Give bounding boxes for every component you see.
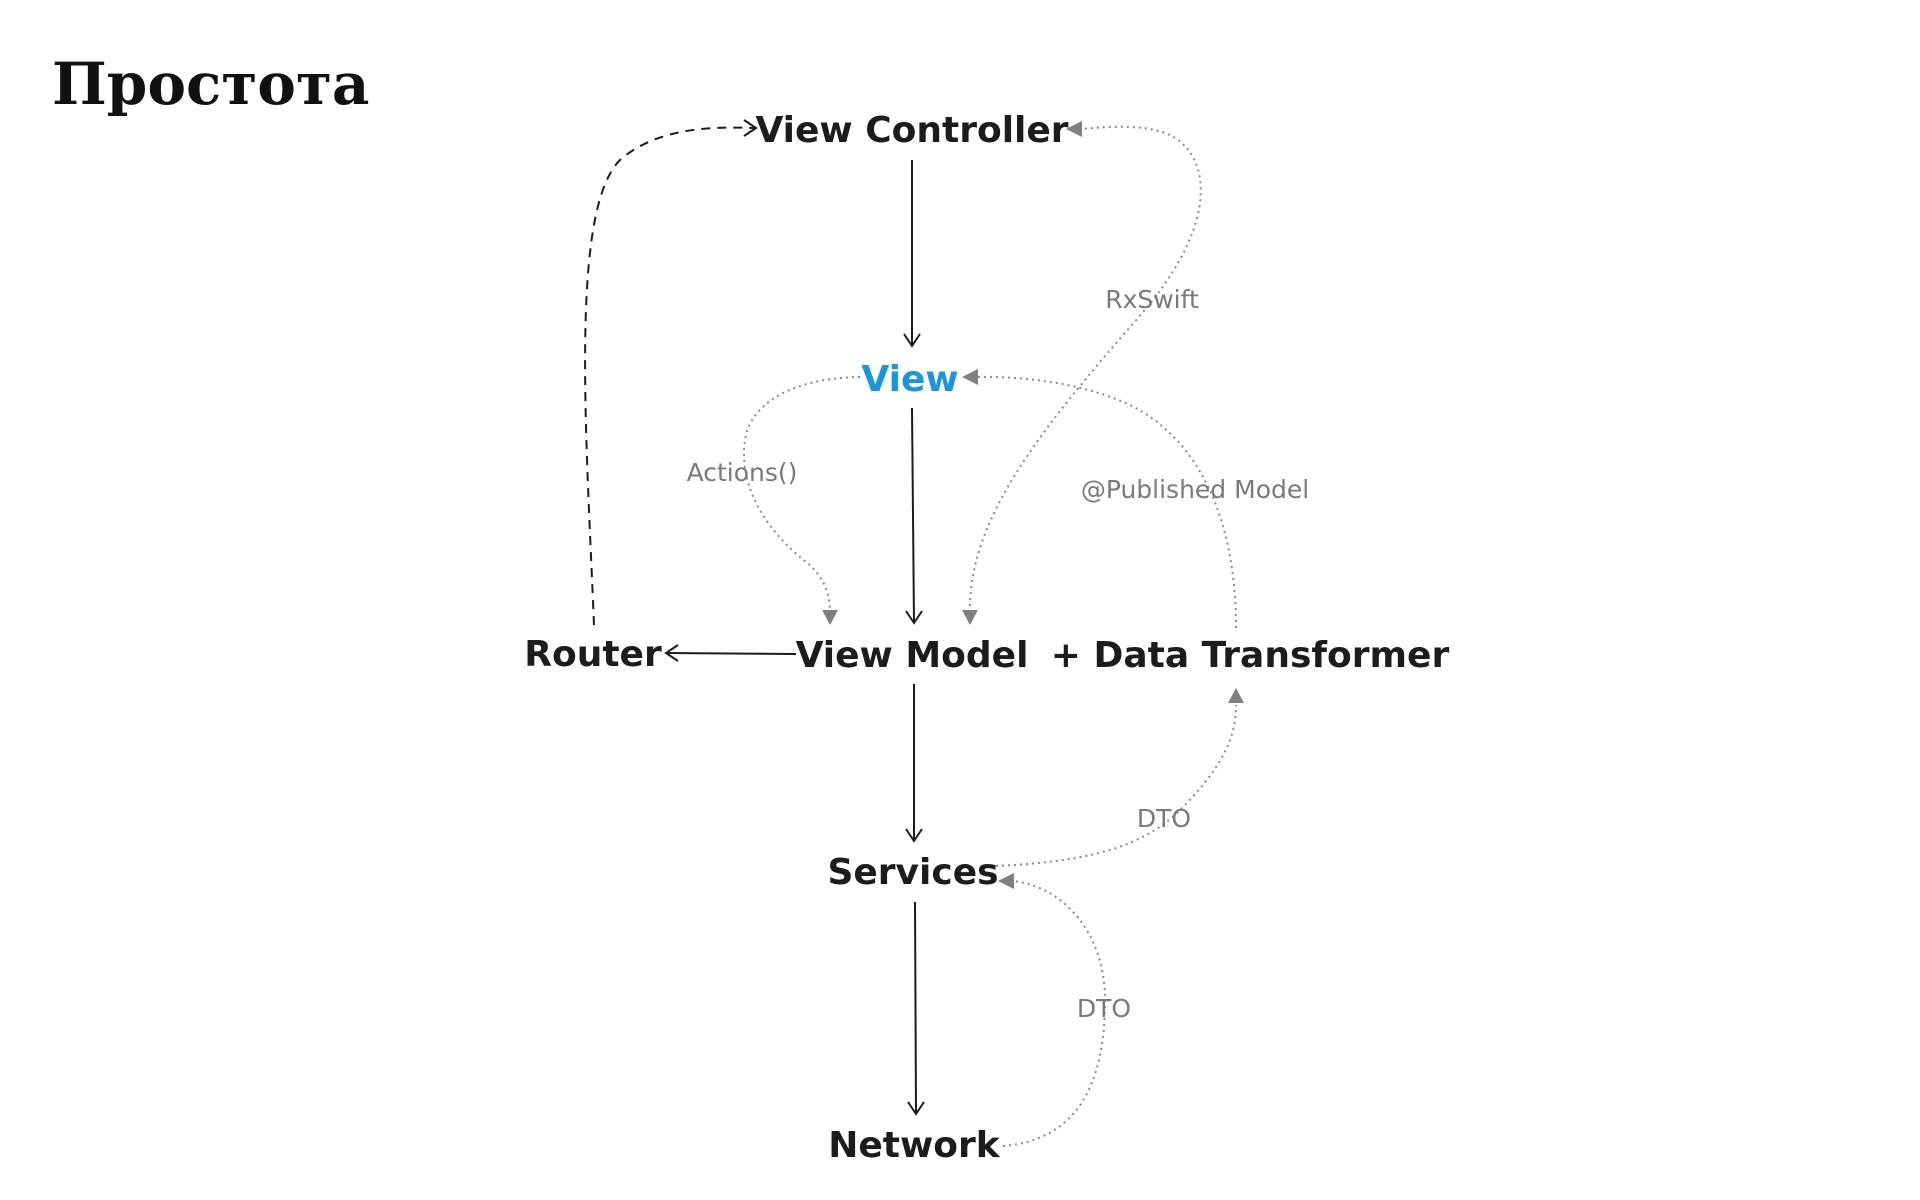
node-data-transformer: + Data Transformer [1051, 635, 1450, 676]
node-network: Network [828, 1125, 1000, 1166]
arrowhead-triangle [1228, 688, 1244, 703]
label-rxswift: RxSwift [1105, 285, 1199, 314]
edge-viewmodel-to-viewcontroller-rxswift [962, 121, 1202, 625]
label-actions: Actions() [687, 458, 798, 487]
arrowhead-triangle [1066, 121, 1082, 137]
page-title: Простота [52, 50, 370, 118]
edge-viewcontroller-to-view [903, 160, 921, 348]
node-view-model: View Model [796, 635, 1029, 676]
label-published-model: @Published Model [1081, 475, 1309, 504]
edge-services-to-datatransformer-dto [995, 688, 1244, 867]
node-view: View [861, 359, 958, 400]
label-dto-lower: DTO [1077, 994, 1131, 1023]
edge-view-to-viewmodel-actions [743, 376, 861, 625]
node-services: Services [827, 852, 998, 893]
edge-viewmodel-to-router [664, 644, 797, 662]
arrowhead-triangle [962, 610, 978, 625]
arrowhead-triangle [962, 369, 978, 385]
node-router: Router [524, 634, 662, 675]
edge-viewmodel-to-services [905, 684, 923, 843]
edge-view-to-viewmodel [905, 407, 923, 625]
edge-router-to-viewcontroller [584, 119, 758, 626]
edge-network-to-services-dto [998, 873, 1107, 1147]
node-view-controller: View Controller [755, 110, 1068, 151]
label-dto-upper: DTO [1137, 804, 1191, 833]
edge-datatransformer-to-view-published [962, 369, 1237, 629]
arrowhead-triangle [998, 873, 1014, 889]
edge-services-to-network [907, 901, 925, 1116]
arrowhead-triangle [822, 610, 838, 625]
